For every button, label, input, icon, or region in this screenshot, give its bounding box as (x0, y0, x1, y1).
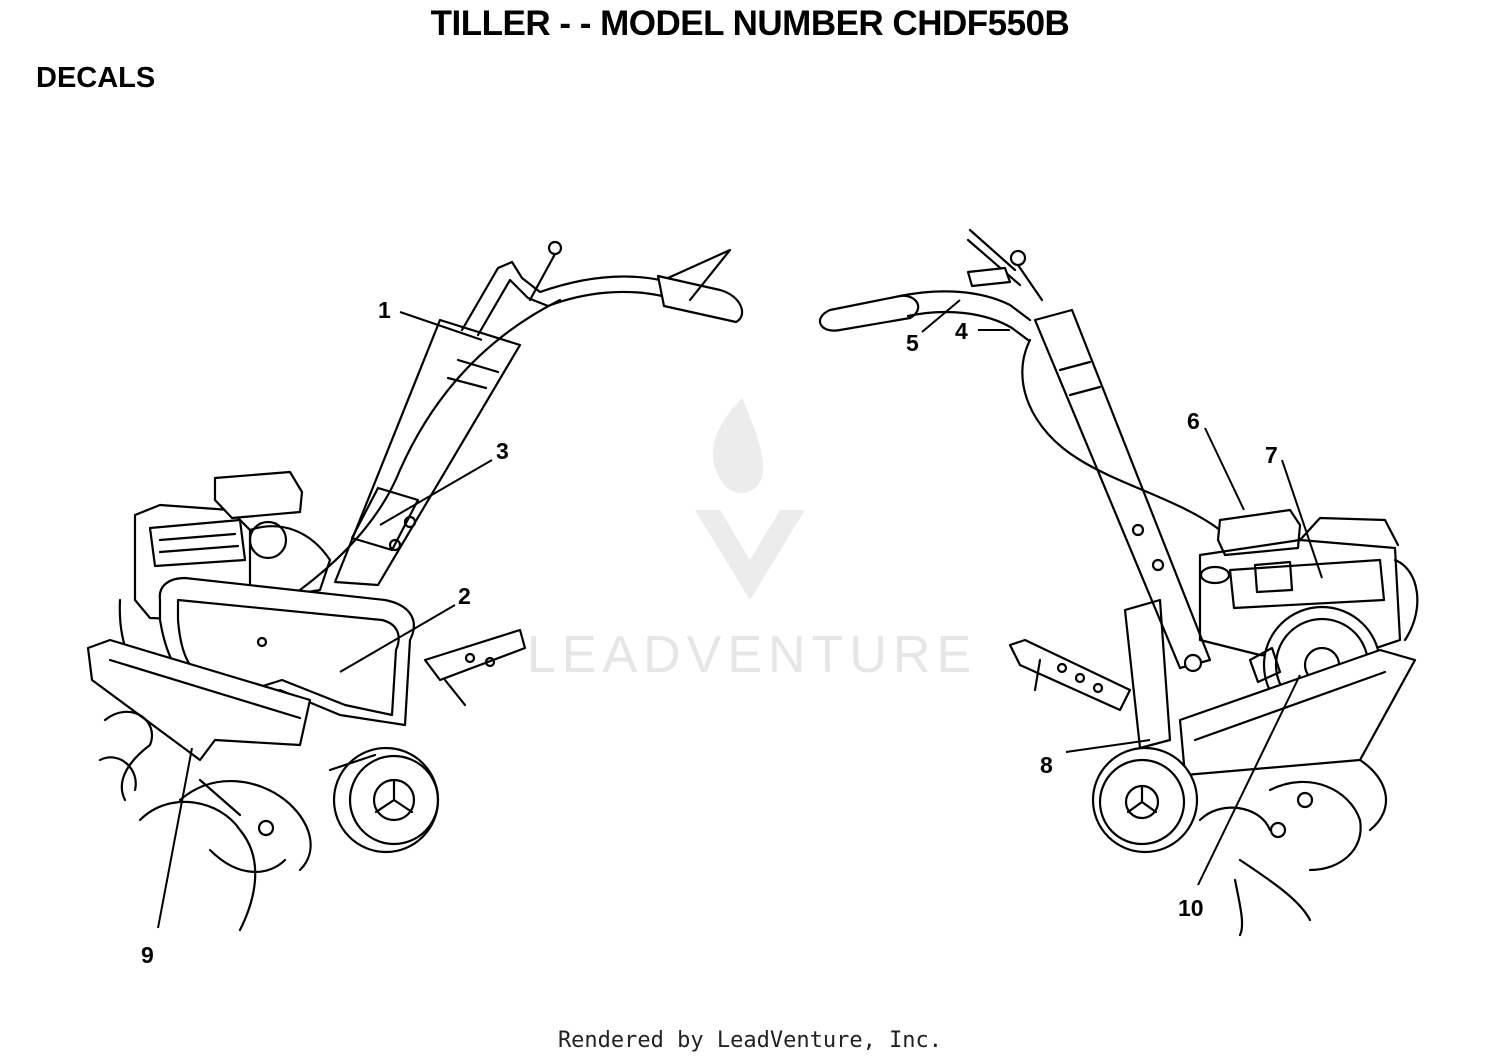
left-control-knob (547, 240, 563, 256)
callout-6: 6 (1187, 408, 1200, 434)
callout-3: 3 (496, 438, 509, 464)
right-tiller (818, 228, 1419, 937)
callout-2: 2 (458, 583, 471, 609)
right-control-knob (1009, 249, 1027, 267)
callout-9: 9 (141, 942, 154, 968)
callout-4: 4 (955, 318, 968, 344)
section-heading: DECALS (36, 62, 156, 94)
callout-8: 8 (1040, 752, 1053, 778)
right-air-cleaner (1216, 508, 1302, 557)
callout-10: 10 (1178, 895, 1204, 921)
callout-7: 7 (1265, 442, 1278, 468)
right-wheel (1091, 746, 1199, 854)
leader-lines (157, 299, 1323, 929)
page-title: TILLER - - MODEL NUMBER CHDF550B (430, 4, 1070, 43)
callout-1: 1 (378, 297, 391, 323)
footer-credit: Rendered by LeadVenture, Inc. (557, 1028, 943, 1053)
left-tiller (86, 240, 744, 932)
callout-5: 5 (906, 330, 919, 356)
left-air-cleaner (213, 470, 304, 520)
right-handle-grip (818, 294, 920, 332)
left-handle-grip (656, 274, 744, 324)
